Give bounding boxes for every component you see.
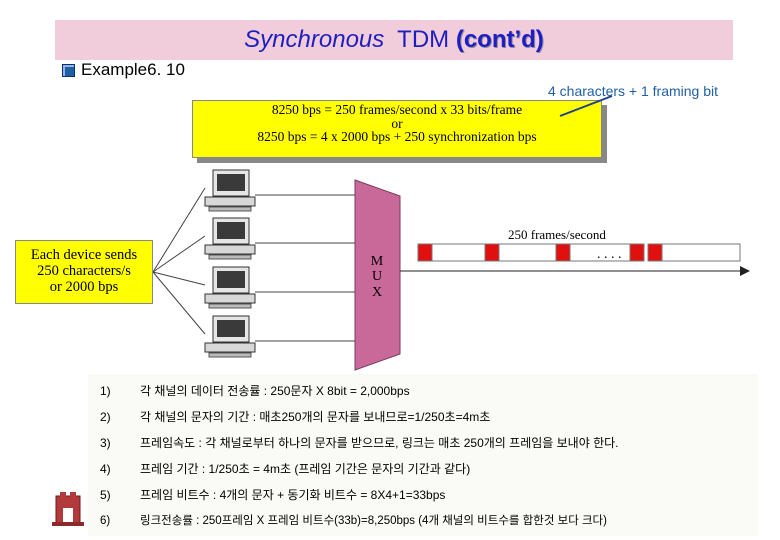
computer-icon — [204, 169, 256, 212]
note-text: 각 채널의 데이터 전송률 : 250문자 X 8bit = 2,000bps — [140, 384, 410, 398]
device-line2: 250 characters/s — [37, 263, 131, 279]
mux-letter-x: X — [372, 285, 382, 300]
computer-icon — [204, 266, 256, 309]
note-number: 3) — [100, 436, 111, 450]
explanation-list: 1) 각 채널의 데이터 전송률 : 250문자 X 8bit = 2,000bp… — [88, 374, 758, 536]
formula-box: 8250 bps = 250 frames/second x 33 bits/f… — [192, 100, 602, 158]
device-line3: or 2000 bps — [49, 279, 119, 295]
note-item: 5) 프레임 비트수 : 4개의 문자 + 동기화 비트수 = 8X4+1=33b… — [100, 486, 445, 503]
example-label: Example6. 10 — [81, 60, 185, 79]
note-item: 1) 각 채널의 데이터 전송률 : 250문자 X 8bit = 2,000bp… — [100, 382, 410, 399]
title-part3: (cont’d) — [455, 26, 544, 53]
formula-line2: or — [391, 115, 403, 131]
note-number: 2) — [100, 410, 111, 424]
note-text: 링크전송률 : 250프레임 X 프레임 비트수(33b)=8,250bps (… — [140, 515, 607, 527]
frame-marker — [555, 243, 571, 262]
formula-line1: 8250 bps = 250 frames/second x 33 bits/f… — [271, 102, 523, 117]
title-bar: Synchronous TDM (cont’d) — [55, 20, 733, 60]
example-heading: Example6. 10 — [62, 60, 185, 80]
title-part2: TDM — [397, 26, 450, 53]
note-item: 6) 링크전송률 : 250프레임 X 프레임 비트수(33b)=8,250bps… — [100, 512, 607, 528]
frame-marker — [417, 243, 433, 262]
note-text: 각 채널의 문자의 기간 : 매초250개의 문자를 보내므로=1/250초=4… — [140, 410, 491, 424]
logo-icon — [52, 492, 84, 526]
title-part1: Synchronous — [244, 26, 385, 53]
page-title: Synchronous TDM (cont’d) — [55, 26, 733, 54]
note-text: 프레임속도 : 각 채널로부터 하나의 문자를 받으므로, 링크는 매초 250… — [140, 436, 619, 450]
note-item: 4) 프레임 기간 : 1/250초 = 4m초 (프레임 기간은 문자의 기간과… — [100, 460, 470, 477]
pointer-line — [559, 95, 613, 117]
note-number: 4) — [100, 462, 111, 476]
mux-letter-m: M — [371, 254, 384, 269]
mux-letter-u: U — [372, 269, 382, 284]
frame-marker — [629, 243, 645, 262]
computer-icon — [204, 217, 256, 260]
frame-bar — [417, 243, 741, 262]
note-number: 1) — [100, 384, 111, 398]
link-dots: . . . . — [597, 247, 622, 262]
framing-note: 4 characters + 1 framing bit — [548, 83, 719, 99]
note-text: 프레임 기간 : 1/250초 = 4m초 (프레임 기간은 문자의 기간과 같… — [140, 462, 471, 476]
bullet-icon — [62, 64, 75, 78]
note-item: 3) 프레임속도 : 각 채널로부터 하나의 문자를 받으므로, 링크는 매초 2… — [100, 434, 619, 451]
note-item: 2) 각 채널의 문자의 기간 : 매초250개의 문자를 보내므로=1/250초… — [100, 408, 490, 425]
arrow-head-icon — [740, 266, 750, 276]
computer-icon — [204, 315, 256, 358]
device-rate-box: Each device sends 250 characters/s or 20… — [15, 240, 153, 304]
connector-lines — [152, 187, 355, 342]
note-number: 6) — [100, 515, 111, 527]
frame-marker — [647, 243, 663, 262]
link-label: 250 frames/second — [508, 227, 606, 242]
note-number: 5) — [100, 488, 111, 502]
mux-block — [354, 179, 401, 371]
device-line1: Each device sends — [30, 247, 138, 263]
frame-marker — [484, 243, 500, 262]
note-text: 프레임 비트수 : 4개의 문자 + 동기화 비트수 = 8X4+1=33bps — [140, 488, 446, 502]
formula-line3: 8250 bps = 4 x 2000 bps + 250 synchroniz… — [257, 129, 537, 144]
